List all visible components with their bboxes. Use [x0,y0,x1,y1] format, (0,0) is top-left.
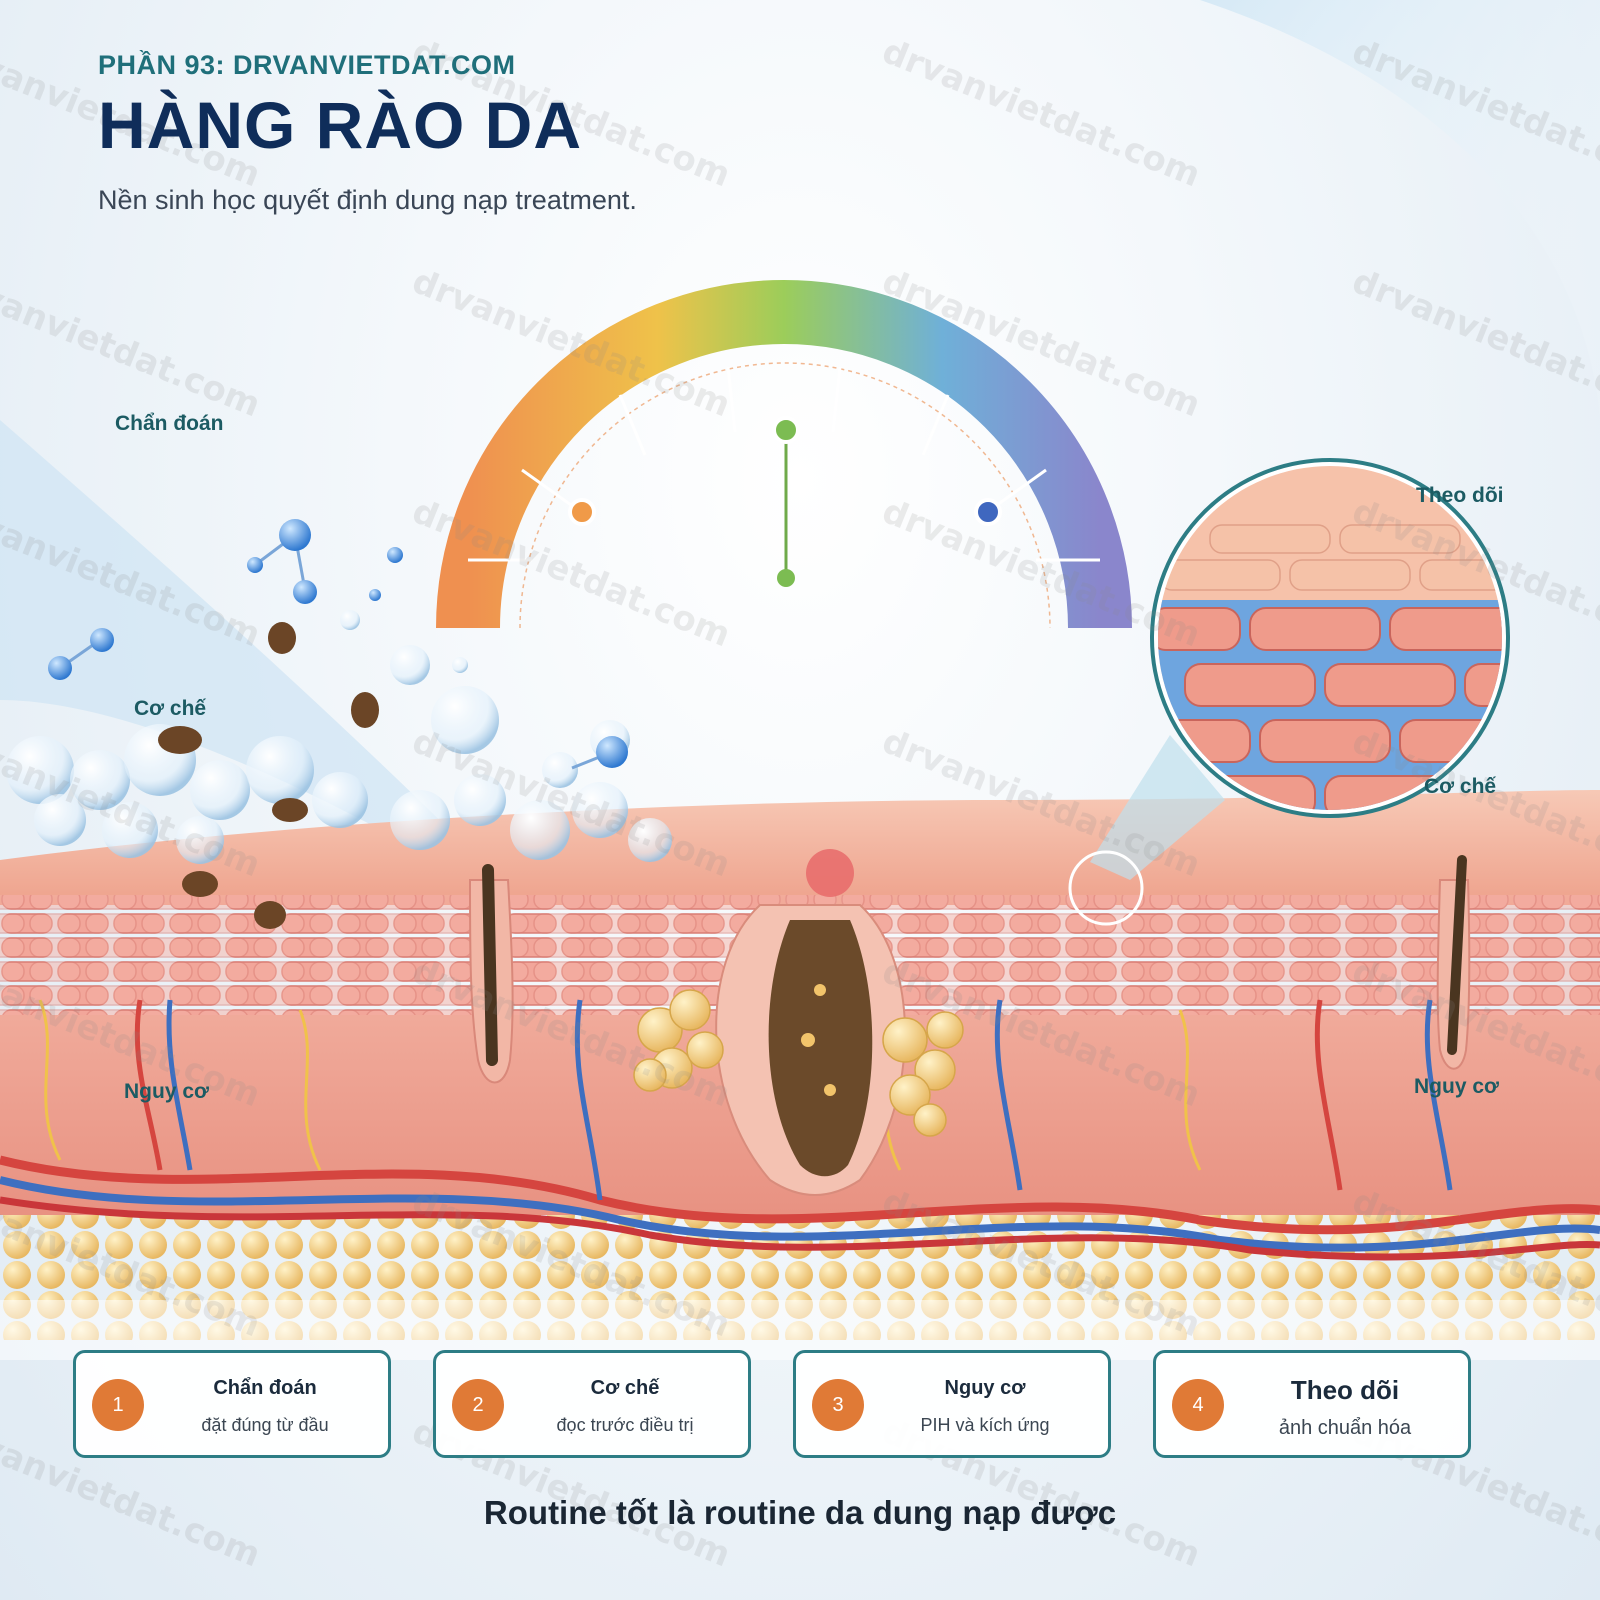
label-monitoring-right: Theo dõi [1416,484,1504,507]
step-description: PIH và kích ứng [920,1415,1050,1435]
gauge-marker-right [974,498,1002,526]
step-number-badge: 3 [812,1379,864,1431]
step-description: ảnh chuẩn hóa [1278,1417,1412,1439]
label-mechanism-right: Cơ chế [1424,775,1497,798]
watermark-text: drvanvietdat.com [877,491,1206,655]
step-description: đọc trước điều trị [556,1415,694,1435]
step-number-badge: 4 [1172,1379,1224,1431]
water-wave [1200,0,1600,500]
pimple [806,849,854,897]
step-number-badge: 2 [452,1379,504,1431]
step-card-monitoring: 4 Theo dõi ảnh chuẩn hóa [1153,1350,1471,1458]
step-description: đặt đúng từ đầu [201,1415,329,1435]
water-wave [0,420,490,880]
label-risk-left: Nguy cơ [124,1080,209,1103]
page-subtitle: Nền sinh học quyết định dung nạp treatme… [98,185,637,215]
step-title: Theo dõi [1290,1375,1400,1405]
step-card-mechanism: 2 Cơ chế đọc trước điều trị [433,1350,751,1458]
step-number-badge: 1 [92,1379,144,1431]
page-title: HÀNG RÀO DA [98,88,582,162]
step-card-diagnosis: 1 Chẩn đoán đặt đúng từ đầu [73,1350,391,1458]
molecules [48,519,628,770]
watermark-text: drvanvietdat.com [877,31,1206,195]
label-mechanism-left: Cơ chế [134,697,207,720]
watermark-text: drvanvietdat.com [0,261,266,425]
gauge-marker-center [772,416,800,444]
watermark-text: drvanvietdat.com [1347,261,1600,425]
section-kicker: PHẦN 93: DRVANVIETDAT.COM [98,50,516,80]
gauge [436,280,1132,629]
header: PHẦN 93: DRVANVIETDAT.COM HÀNG RÀO DA Nề… [98,50,637,216]
step-title: Chẩn đoán [213,1377,317,1399]
step-title: Cơ chế [590,1377,660,1399]
step-card-risk: 3 Nguy cơ PIH và kích ứng [793,1350,1111,1458]
label-risk-right: Nguy cơ [1414,1075,1499,1098]
label-diagnosis-left: Chẩn đoán [115,412,224,435]
footer-tagline: Routine tốt là routine da dung nạp được [483,1494,1117,1531]
debris-particles [158,622,379,929]
gauge-marker-left [568,498,596,526]
cleansing-foam [6,610,672,864]
step-title: Nguy cơ [944,1377,1026,1399]
